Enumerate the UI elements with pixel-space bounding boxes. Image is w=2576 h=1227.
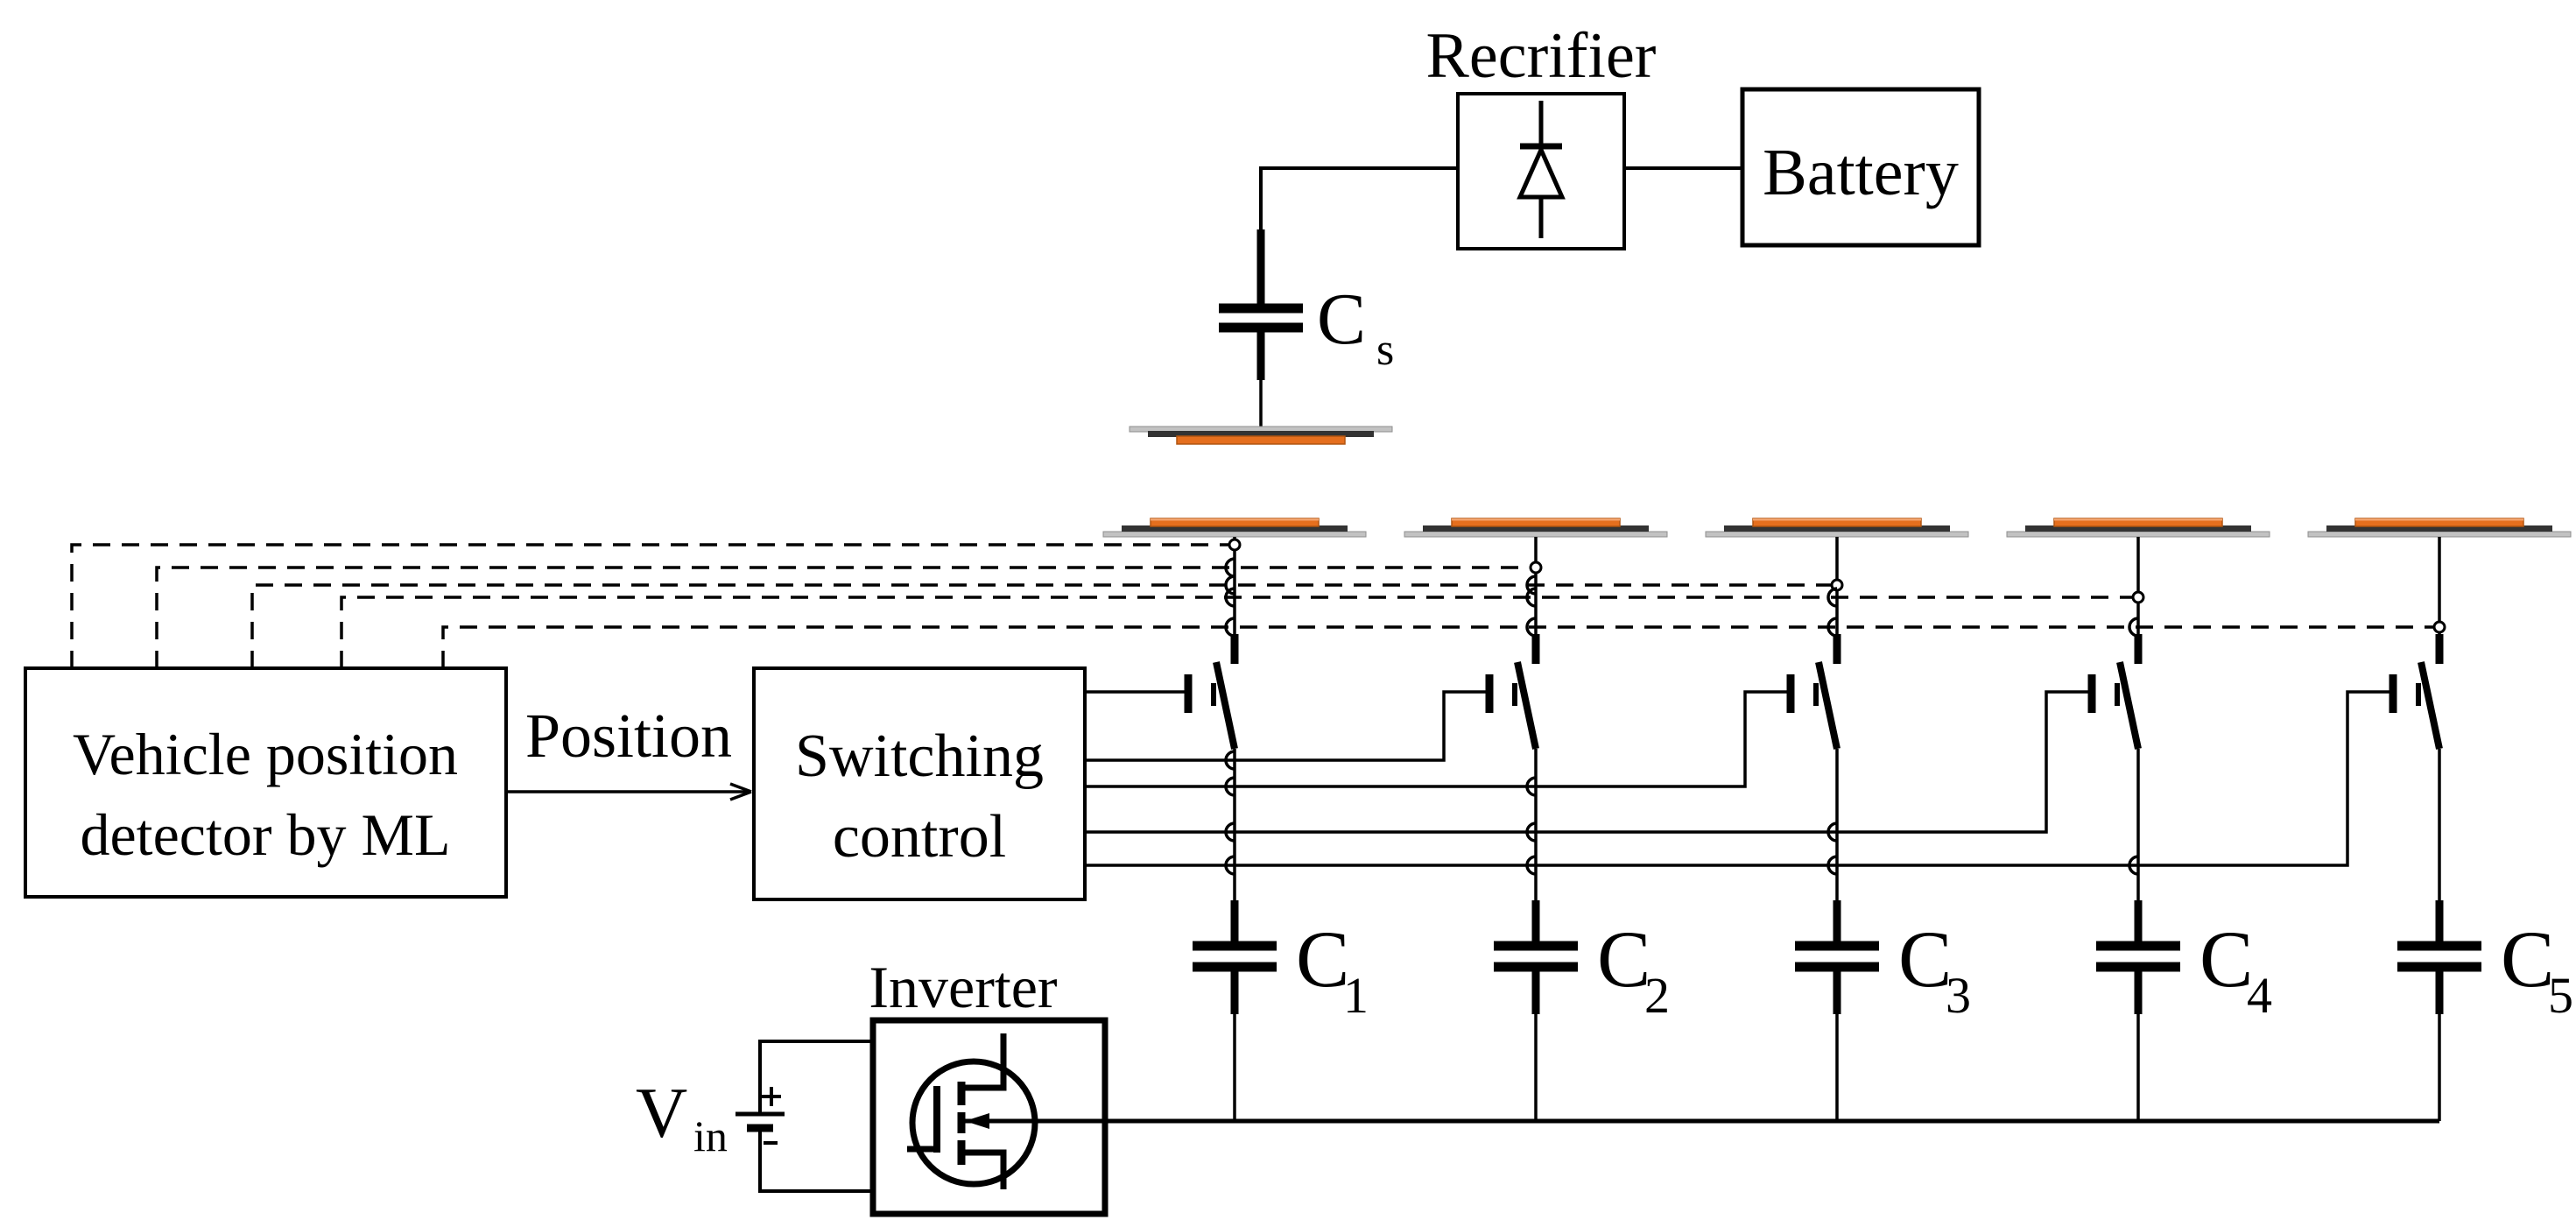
battery-cell-icon xyxy=(735,1040,873,1193)
secondary-circuit: C s Recrifier Battery xyxy=(1129,20,1981,445)
c4-label-sub: 4 xyxy=(2247,967,2272,1024)
detector-label-line2: detector by ML xyxy=(81,801,451,868)
control-wire-3 xyxy=(1085,690,1791,788)
c3-label: C xyxy=(1898,914,1952,1004)
sense-line-3 xyxy=(250,583,1832,668)
c2-label: C xyxy=(1597,914,1650,1004)
cs-to-rectifier-wire xyxy=(1259,166,1458,229)
sense-line-5 xyxy=(441,625,2434,668)
primary-coil-2 xyxy=(1404,518,1668,538)
vin-label: V xyxy=(636,1073,687,1153)
primary-coil-5 xyxy=(2307,518,2572,538)
secondary-coil-core xyxy=(1148,431,1374,437)
primary-column-5: C 5 xyxy=(2307,518,2573,1121)
c5-label: C xyxy=(2501,914,2554,1004)
primary-column-1: C 1 xyxy=(1102,518,1369,1121)
c1-label-sub: 1 xyxy=(1343,967,1369,1024)
switching-control-box xyxy=(752,666,1087,901)
capacitor-c4 xyxy=(2096,900,2180,1121)
switch-1 xyxy=(1184,634,1239,750)
position-arrow: Position xyxy=(506,701,752,801)
capacitor-c2 xyxy=(1494,900,1578,1121)
cs-label: C xyxy=(1317,279,1366,360)
secondary-coil-winding xyxy=(1176,435,1346,445)
capacitor-c5 xyxy=(2397,900,2481,1121)
c1-label: C xyxy=(1296,914,1349,1004)
control-wires xyxy=(1085,690,2393,867)
control-wire-2 xyxy=(1085,690,1489,762)
position-arrow-head xyxy=(729,782,752,801)
capacitor-cs xyxy=(1219,229,1303,427)
detector-label-line1: Vehicle position xyxy=(73,721,458,787)
tap-node-5 xyxy=(2432,620,2446,634)
crossover-hops-col2 xyxy=(1525,575,1537,876)
tap-node-2 xyxy=(1529,561,1543,575)
cs-label-sub: s xyxy=(1376,325,1394,375)
primary-coil-1 xyxy=(1102,518,1367,538)
inverter-block: Inverter xyxy=(869,954,1109,1217)
control-wire-4 xyxy=(1085,690,2092,834)
vin-label-sub: in xyxy=(693,1111,728,1160)
c5-label-sub: 5 xyxy=(2548,967,2573,1024)
capacitor-c1 xyxy=(1193,900,1277,1121)
inverter-label: Inverter xyxy=(869,954,1058,1020)
primary-column-3: C 3 xyxy=(1705,518,1971,1121)
diode-icon xyxy=(1517,101,1566,238)
detector-box xyxy=(24,666,508,899)
switching-label-line2: control xyxy=(833,803,1006,871)
switch-5 xyxy=(2389,634,2444,750)
crossover-hops-col1 xyxy=(1224,557,1235,876)
secondary-coil xyxy=(1129,426,1393,445)
sense-line-2 xyxy=(155,566,1531,668)
capacitor-c3 xyxy=(1795,900,1879,1121)
rectifier-block: Recrifier xyxy=(1426,20,1657,250)
primary-coil-4 xyxy=(2006,518,2270,538)
sense-lines xyxy=(70,543,2434,668)
switch-4 xyxy=(2087,634,2143,750)
sense-line-1 xyxy=(70,543,1229,668)
input-source: V in xyxy=(636,1040,873,1193)
position-label: Position xyxy=(525,701,732,771)
control-wire-5 xyxy=(1085,690,2393,867)
crossover-hops-col4 xyxy=(2128,617,2139,876)
c4-label: C xyxy=(2199,914,2253,1004)
detector-block: Vehicle position detector by ML xyxy=(24,666,508,899)
tap-node-4 xyxy=(2131,590,2145,604)
battery-box xyxy=(1740,87,1981,248)
switching-control-block: Switching control xyxy=(752,666,1087,901)
switch-2 xyxy=(1485,634,1540,750)
switch-3 xyxy=(1786,634,1841,750)
primary-column-2: C 2 xyxy=(1404,518,1670,1121)
c3-label-sub: 3 xyxy=(1946,967,1971,1024)
primary-column-4: C 4 xyxy=(2006,518,2272,1121)
sense-line-4 xyxy=(340,596,2133,668)
rectifier-label: Recrifier xyxy=(1426,20,1657,92)
battery-label: Battery xyxy=(1763,136,1959,209)
battery-block: Battery xyxy=(1740,87,1981,248)
tap-node-1 xyxy=(1228,538,1242,552)
switching-label-line1: Switching xyxy=(795,723,1044,790)
crossover-hops-col3 xyxy=(1826,587,1838,876)
primary-coil-3 xyxy=(1705,518,1969,538)
c2-label-sub: 2 xyxy=(1644,967,1670,1024)
